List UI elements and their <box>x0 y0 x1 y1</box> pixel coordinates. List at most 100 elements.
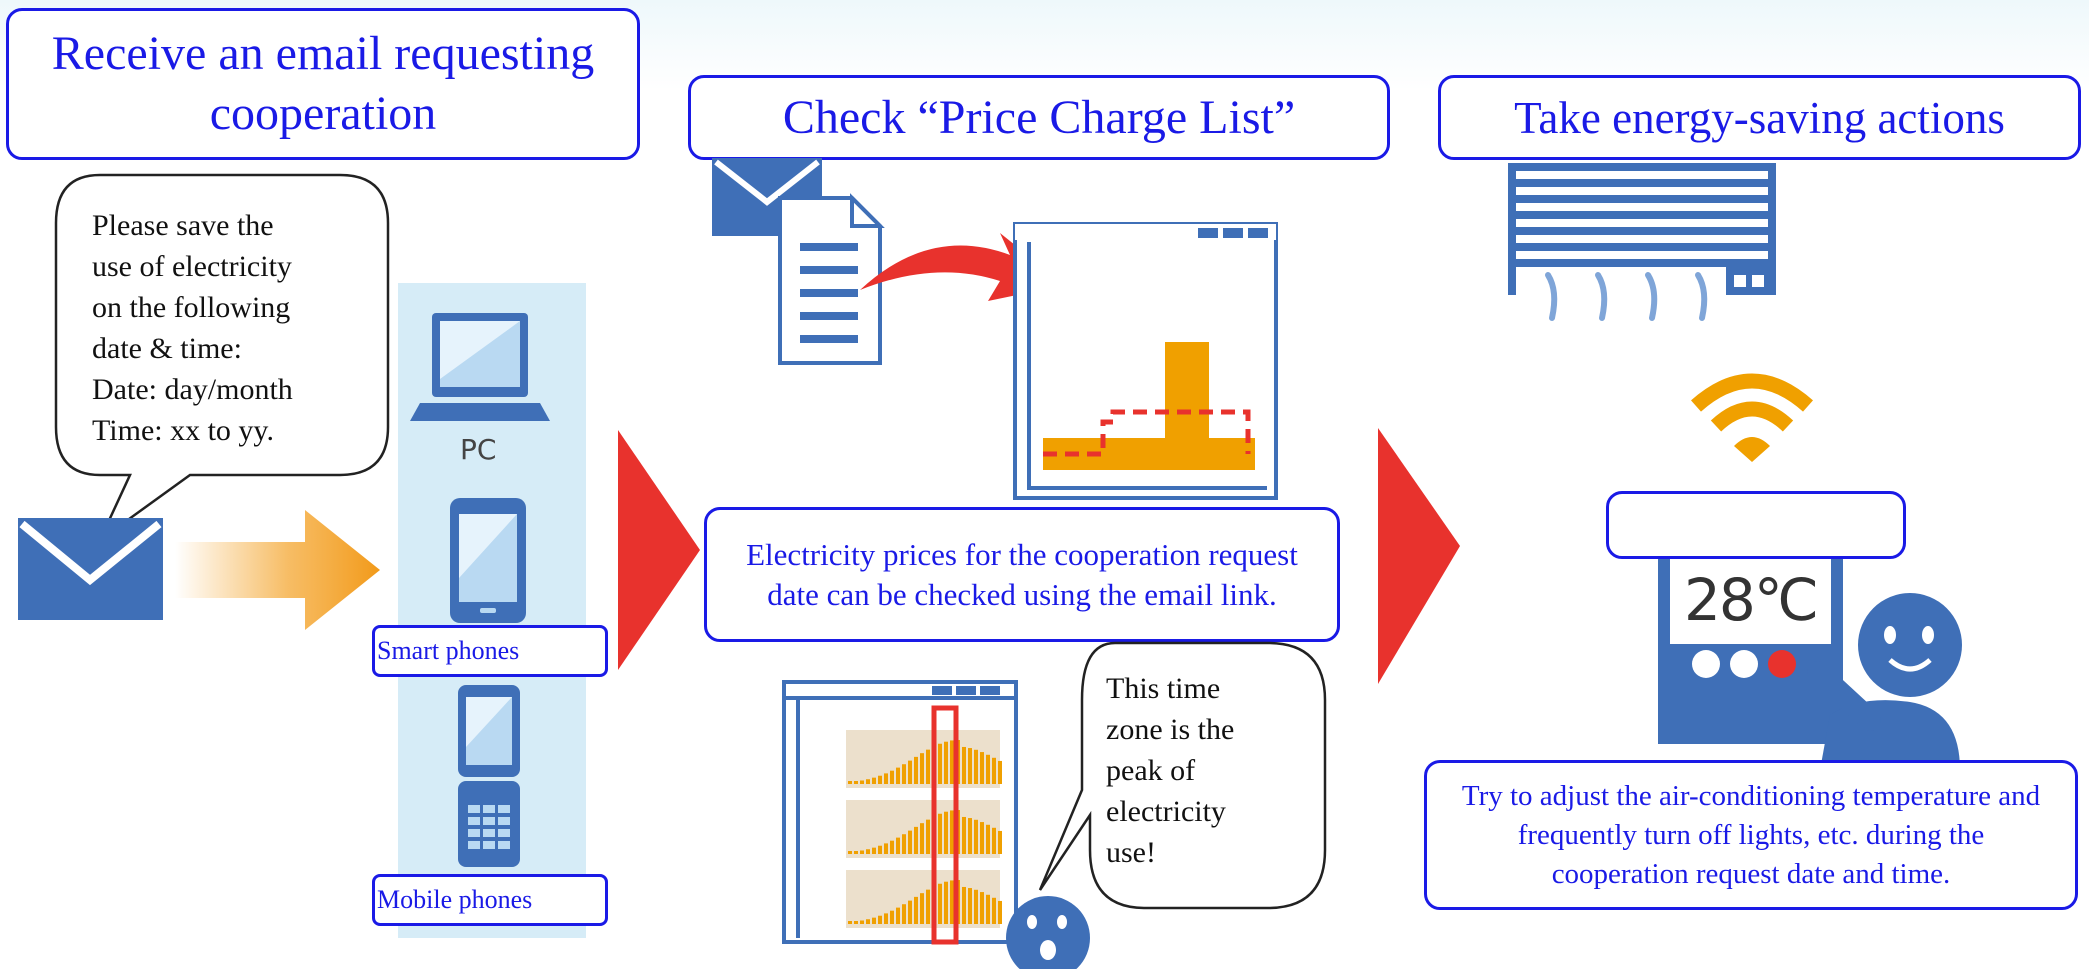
smartphones-label: Smart phones <box>377 636 520 665</box>
usage-bar <box>896 767 900 784</box>
usage-bar <box>938 813 942 854</box>
usage-bar <box>986 824 990 854</box>
peak-line: use! <box>1106 836 1156 869</box>
usage-bar <box>962 746 966 784</box>
usage-bar <box>920 753 924 784</box>
usage-bar <box>854 851 858 854</box>
usage-bar <box>974 749 978 784</box>
check-caption-box: Electricity prices for the cooperation r… <box>704 507 1340 642</box>
usage-bar <box>974 819 978 854</box>
usage-bar <box>914 756 918 784</box>
usage-bar <box>998 830 1002 854</box>
usage-bar <box>902 764 906 784</box>
usage-chart-window <box>782 680 1018 945</box>
usage-bar <box>944 811 948 854</box>
mobile-phones-label-box: Mobile phones <box>372 874 608 926</box>
usage-bar <box>986 894 990 924</box>
usage-bar <box>860 920 864 924</box>
usage-bar <box>878 775 882 784</box>
usage-bar <box>914 826 918 854</box>
usage-bar <box>878 845 882 854</box>
request-line: date & time: <box>92 332 242 365</box>
usage-bar <box>884 913 888 924</box>
request-line: Time: xx to yy. <box>92 414 274 447</box>
request-bubble-text: Please save the use of electricity on th… <box>92 205 382 451</box>
request-line: Please save the <box>92 209 274 242</box>
envelope-icon <box>18 518 163 620</box>
usage-bar <box>962 816 966 854</box>
thermostat-display[interactable]: 28℃ <box>1684 566 1819 634</box>
usage-bar <box>974 889 978 924</box>
usage-bar <box>878 915 882 924</box>
usage-bar <box>854 921 858 924</box>
usage-bar <box>884 843 888 854</box>
usage-bar <box>914 896 918 924</box>
usage-bar <box>902 834 906 854</box>
usage-bar <box>890 840 894 854</box>
usage-bar <box>968 748 972 784</box>
smartphones-label-box: Smart phones <box>372 625 608 677</box>
peak-bubble-text: This time zone is the peak of electricit… <box>1106 668 1306 873</box>
thermostat-label-box <box>1606 491 1906 559</box>
usage-bar <box>980 752 984 784</box>
actions-caption: Try to adjust the air-conditioning tempe… <box>1461 779 2041 890</box>
step-check-title-box: Check “Price Charge List” <box>688 75 1390 160</box>
usage-bar <box>992 827 996 854</box>
usage-bar <box>860 850 864 854</box>
usage-bar <box>890 910 894 924</box>
peak-line: This time <box>1106 672 1221 705</box>
usage-bar <box>926 819 930 854</box>
usage-bar <box>896 837 900 854</box>
usage-bar <box>908 760 912 784</box>
usage-bar <box>860 780 864 784</box>
red-arrow-2-icon <box>1378 428 1460 684</box>
step-receive-title-box: Receive an email requesting cooperation <box>6 8 640 160</box>
email-document-icon <box>712 158 885 365</box>
usage-bar <box>968 888 972 924</box>
usage-bar <box>926 749 930 784</box>
usage-bar <box>920 893 924 924</box>
usage-bar <box>992 897 996 924</box>
step-receive-title: Receive an email requesting cooperation <box>51 27 595 140</box>
price-chart-window <box>1013 222 1278 500</box>
peak-line: peak of <box>1106 754 1196 787</box>
request-line: use of electricity <box>92 250 292 283</box>
mobile-phones-label: Mobile phones <box>377 885 533 914</box>
usage-bar <box>980 822 984 854</box>
usage-bar <box>872 777 876 784</box>
peak-line: zone is the <box>1106 713 1235 746</box>
usage-bar <box>854 781 858 784</box>
request-line: Date: day/month <box>92 373 293 406</box>
thermostat-device <box>1658 544 1843 744</box>
usage-bar <box>902 904 906 924</box>
usage-bar <box>890 770 894 784</box>
usage-bar <box>866 779 870 784</box>
usage-bar <box>968 818 972 854</box>
usage-bar <box>848 781 852 784</box>
usage-bar <box>944 741 948 784</box>
usage-bar <box>938 883 942 924</box>
smartphone-icon <box>450 498 526 623</box>
orange-arrow-icon <box>175 510 380 630</box>
laptop-icon <box>410 313 550 421</box>
usage-bar <box>992 757 996 784</box>
usage-bar <box>848 921 852 924</box>
usage-bar <box>998 760 1002 784</box>
usage-bar <box>926 889 930 924</box>
peak-line: electricity <box>1106 795 1226 828</box>
pc-label: PC <box>460 433 497 466</box>
air-conditioner-icon <box>1508 163 1776 321</box>
usage-bar <box>896 907 900 924</box>
usage-bar <box>986 754 990 784</box>
step-actions-title: Take energy-saving actions <box>1514 92 2005 143</box>
actions-caption-box: Try to adjust the air-conditioning tempe… <box>1424 760 2078 910</box>
usage-bar <box>908 830 912 854</box>
usage-bar <box>950 810 954 854</box>
usage-bar <box>866 849 870 854</box>
usage-bar <box>884 773 888 784</box>
step-actions-title-box: Take energy-saving actions <box>1438 75 2081 160</box>
usage-bar <box>938 743 942 784</box>
step-check-title: Check “Price Charge List” <box>782 90 1296 144</box>
